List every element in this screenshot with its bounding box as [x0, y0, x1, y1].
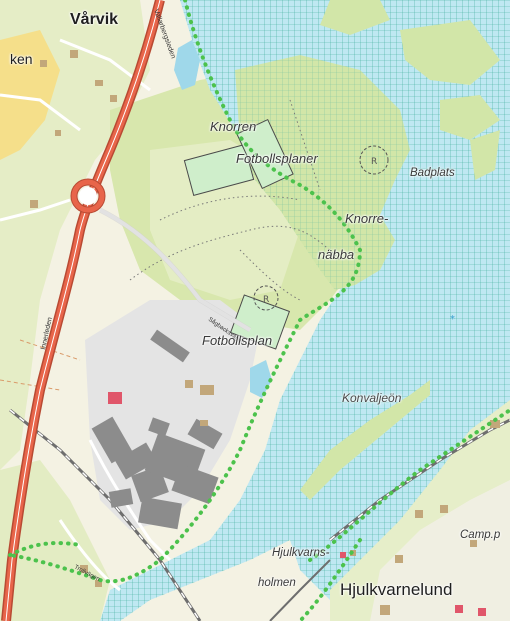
- marker-1-letter: R: [371, 157, 377, 167]
- label-knorren: Knorren: [210, 119, 257, 134]
- roundabout: [71, 179, 105, 213]
- marker-circle-2[interactable]: [253, 285, 279, 311]
- boundary-line: [8, 0, 363, 584]
- buildings-red-small: [340, 552, 486, 616]
- label-ken: ken: [10, 51, 33, 67]
- railway-west-ticks: [9, 409, 201, 621]
- trail-3: [239, 249, 301, 301]
- football-field-3: [229, 294, 291, 350]
- road-minor-4: [0, 198, 71, 222]
- islet-north-3: [440, 95, 500, 140]
- label-fotbollsplan: Fotbollsplan: [202, 333, 273, 348]
- building-red: [108, 392, 122, 404]
- trail-2: [159, 195, 301, 221]
- depth-mark: *: [450, 314, 455, 325]
- label-hjulkvarns: Hjulkvarns-: [272, 547, 330, 559]
- road-minor-1-casing: [98, 207, 252, 333]
- label-konvaljeon: Konvaljeön: [342, 391, 402, 405]
- lake-north: [174, 40, 200, 90]
- main-road-centerline: [5, 0, 161, 621]
- road-minor-6: [58, 519, 121, 592]
- forest-southwest: [0, 460, 110, 621]
- buildings-urban: [91, 329, 223, 530]
- railway-east-ticks: [329, 419, 510, 541]
- label-badplats: Badplats: [410, 167, 455, 179]
- label-varvik: Vårvik: [70, 11, 119, 28]
- label-holmen: holmen: [258, 577, 296, 589]
- football-field-2: [236, 118, 294, 190]
- label-hjulkvarnelund: Hjulkvarnelund: [340, 580, 453, 599]
- sea-grid: [100, 0, 510, 621]
- label-knorre: Knorre-: [345, 211, 389, 226]
- marker-circle-1[interactable]: [359, 145, 389, 175]
- railway-south: [269, 559, 331, 621]
- boundary-line-se: [308, 408, 510, 562]
- road-minor-3: [0, 93, 81, 132]
- label-nabba: näbba: [318, 247, 355, 262]
- boundary-line-sw: [8, 541, 82, 557]
- knorren-grid: [235, 55, 410, 290]
- islet-north-4: [470, 130, 500, 180]
- islet-north-1: [320, 0, 390, 35]
- islet-north-2: [400, 20, 500, 85]
- roundabout-center: [79, 187, 97, 205]
- marker-2-letter: R: [263, 295, 269, 305]
- konvaljeon-island: [300, 380, 430, 500]
- label-camp: Camp.p: [460, 529, 501, 541]
- label-fotbollsplaner: Fotbollsplaner: [236, 151, 318, 166]
- southeast-settlement: [370, 480, 510, 621]
- boundary-line-s: [298, 538, 362, 621]
- road-path-2: [0, 379, 61, 391]
- football-field-1: [183, 143, 255, 197]
- trail-4: [289, 99, 321, 191]
